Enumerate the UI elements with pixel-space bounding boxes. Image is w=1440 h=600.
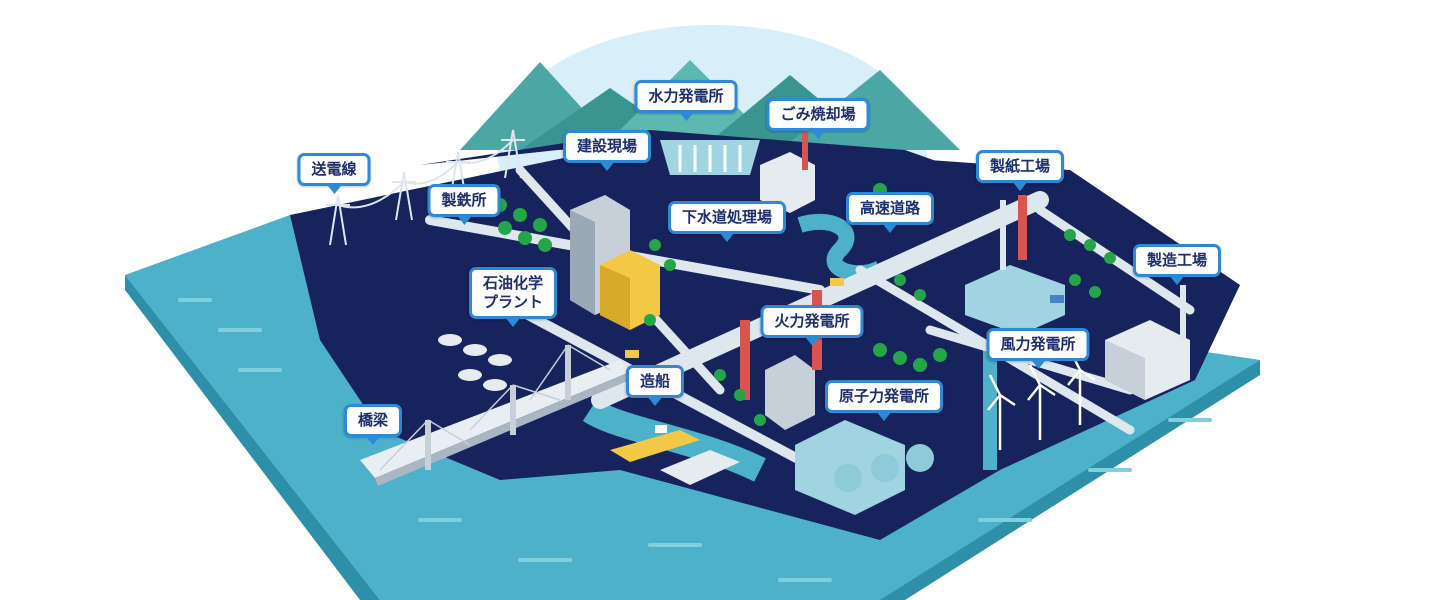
hydro-dam <box>660 140 760 175</box>
shipyard-warehouse <box>660 450 740 485</box>
label-wind-power[interactable]: 風力発電所 <box>986 328 1090 361</box>
transmission-tower-icon <box>326 129 525 246</box>
label-waste-incineration[interactable]: ごみ焼却場 <box>766 98 870 131</box>
label-sewage-plant[interactable]: 下水道処理場 <box>667 201 787 234</box>
reactor-dome <box>834 444 934 492</box>
building-icon <box>570 125 1190 515</box>
label-construction-site[interactable]: 建設現場 <box>562 130 652 163</box>
label-bridge[interactable]: 橋梁 <box>343 404 403 437</box>
label-expressway[interactable]: 高速道路 <box>845 192 935 225</box>
storage-tank-icon <box>438 334 512 391</box>
label-nuclear-power[interactable]: 原子力発電所 <box>824 380 944 413</box>
label-shipbuilding[interactable]: 造船 <box>625 365 685 398</box>
sea-front-edge <box>880 360 1260 600</box>
truck-icon <box>625 278 1064 358</box>
label-thermal-power[interactable]: 火力発電所 <box>760 305 864 338</box>
wave-marks <box>178 298 1212 582</box>
label-petrochemical-plant[interactable]: 石油化学 プラント <box>468 267 558 319</box>
label-steel-mill[interactable]: 製鉄所 <box>427 184 501 217</box>
label-manufacturing-plant[interactable]: 製造工場 <box>1132 244 1222 277</box>
sea-side-edge <box>125 275 380 600</box>
label-transmission-line[interactable]: 送電線 <box>297 153 371 186</box>
bridge-structure <box>360 344 630 486</box>
label-paper-mill[interactable]: 製紙工場 <box>975 150 1065 183</box>
label-hydro-power[interactable]: 水力発電所 <box>634 80 738 113</box>
ship-icon <box>610 425 700 462</box>
tree-icon <box>493 183 1116 426</box>
